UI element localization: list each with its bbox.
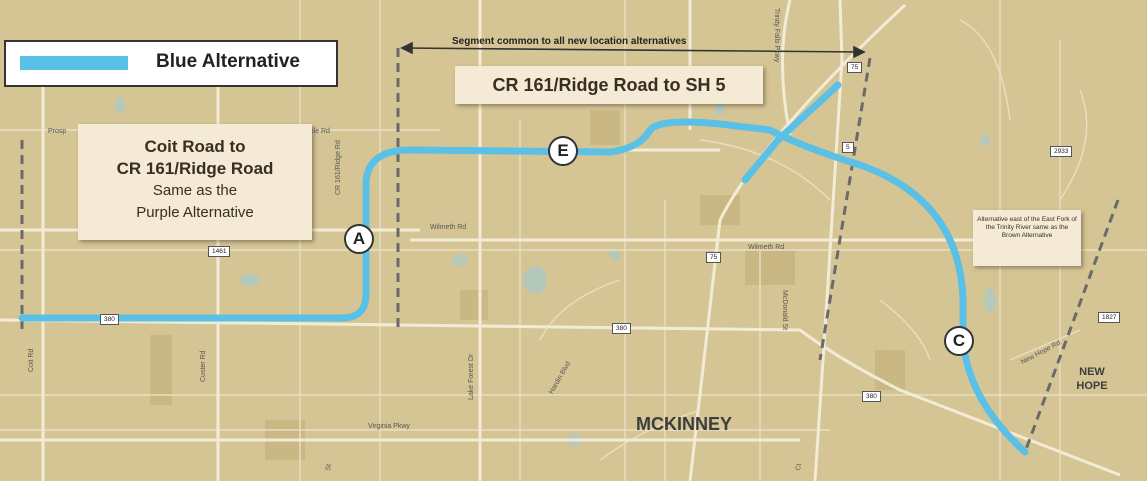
segment-name-callout: CR 161/Ridge Road to SH 5 <box>455 66 763 104</box>
shield-us380-center: 380 <box>612 323 631 334</box>
water-features <box>115 97 996 446</box>
shield-fm1827: 1827 <box>1098 312 1121 323</box>
blue-route-ramp-south <box>741 136 782 184</box>
marker-e: E <box>548 136 578 166</box>
road-label-ridge: CR 161/Ridge Rd <box>335 140 342 195</box>
marker-a: A <box>344 224 374 254</box>
road-label-prosper-east: ile Rd <box>312 128 330 135</box>
west-callout-line2: CR 161/Ridge Road <box>116 159 274 178</box>
segment-label: Segment common to all new location alter… <box>452 36 687 47</box>
west-callout-line3: Same as the <box>152 182 238 199</box>
road-label-lakeforest: Lake Forest Dr <box>468 353 475 400</box>
shield-fm2933: 2933 <box>1050 146 1073 157</box>
road-label-custer: Custer Rd <box>200 350 207 382</box>
legend: Blue Alternative <box>4 40 338 87</box>
legend-swatch <box>20 56 128 70</box>
shield-us380-east: 380 <box>862 391 881 402</box>
city-label: MCKINNEY <box>636 414 733 434</box>
road-label-trinityfalls: Trinity Falls Pkwy <box>773 8 780 63</box>
segment-extent-arrow <box>400 41 866 59</box>
road-label-ct: Ct <box>795 463 804 472</box>
segment-boundaries <box>20 48 1120 453</box>
west-callout-line1: Coit Road to <box>144 137 246 156</box>
road-label-prosper: Prosp <box>48 128 67 135</box>
road-label-coit: Coit Rd <box>28 348 35 372</box>
road-label-wilmeth: Wilmeth Rd <box>430 224 467 231</box>
shield-us75-south: 75 <box>706 252 722 263</box>
road-label-st: St <box>325 463 334 472</box>
blue-route-ramp-north <box>774 81 842 144</box>
shield-sh5: 5 <box>842 142 854 153</box>
marker-c: C <box>944 326 974 356</box>
road-label-virginia: Virginia Pkwy <box>368 423 410 430</box>
shield-us75-north: 75 <box>847 62 863 73</box>
shield-us380-west: 380 <box>100 314 119 325</box>
shield-fm1461: 1461 <box>208 246 231 257</box>
west-callout-line4: Purple Alternative <box>136 204 254 221</box>
newhope-label: NEW HOPE <box>1076 366 1108 392</box>
legend-label: Blue Alternative <box>156 51 300 72</box>
east-note-callout: Alternative east of the East Fork of the… <box>973 210 1081 266</box>
road-label-wilmeth-east: Wilmeth Rd <box>748 244 785 251</box>
blue-alternative-route <box>18 118 1029 456</box>
road-label-mcdonald: McDonald St <box>781 290 788 331</box>
west-callout: Coit Road to CR 161/Ridge Road Same as t… <box>78 124 312 240</box>
